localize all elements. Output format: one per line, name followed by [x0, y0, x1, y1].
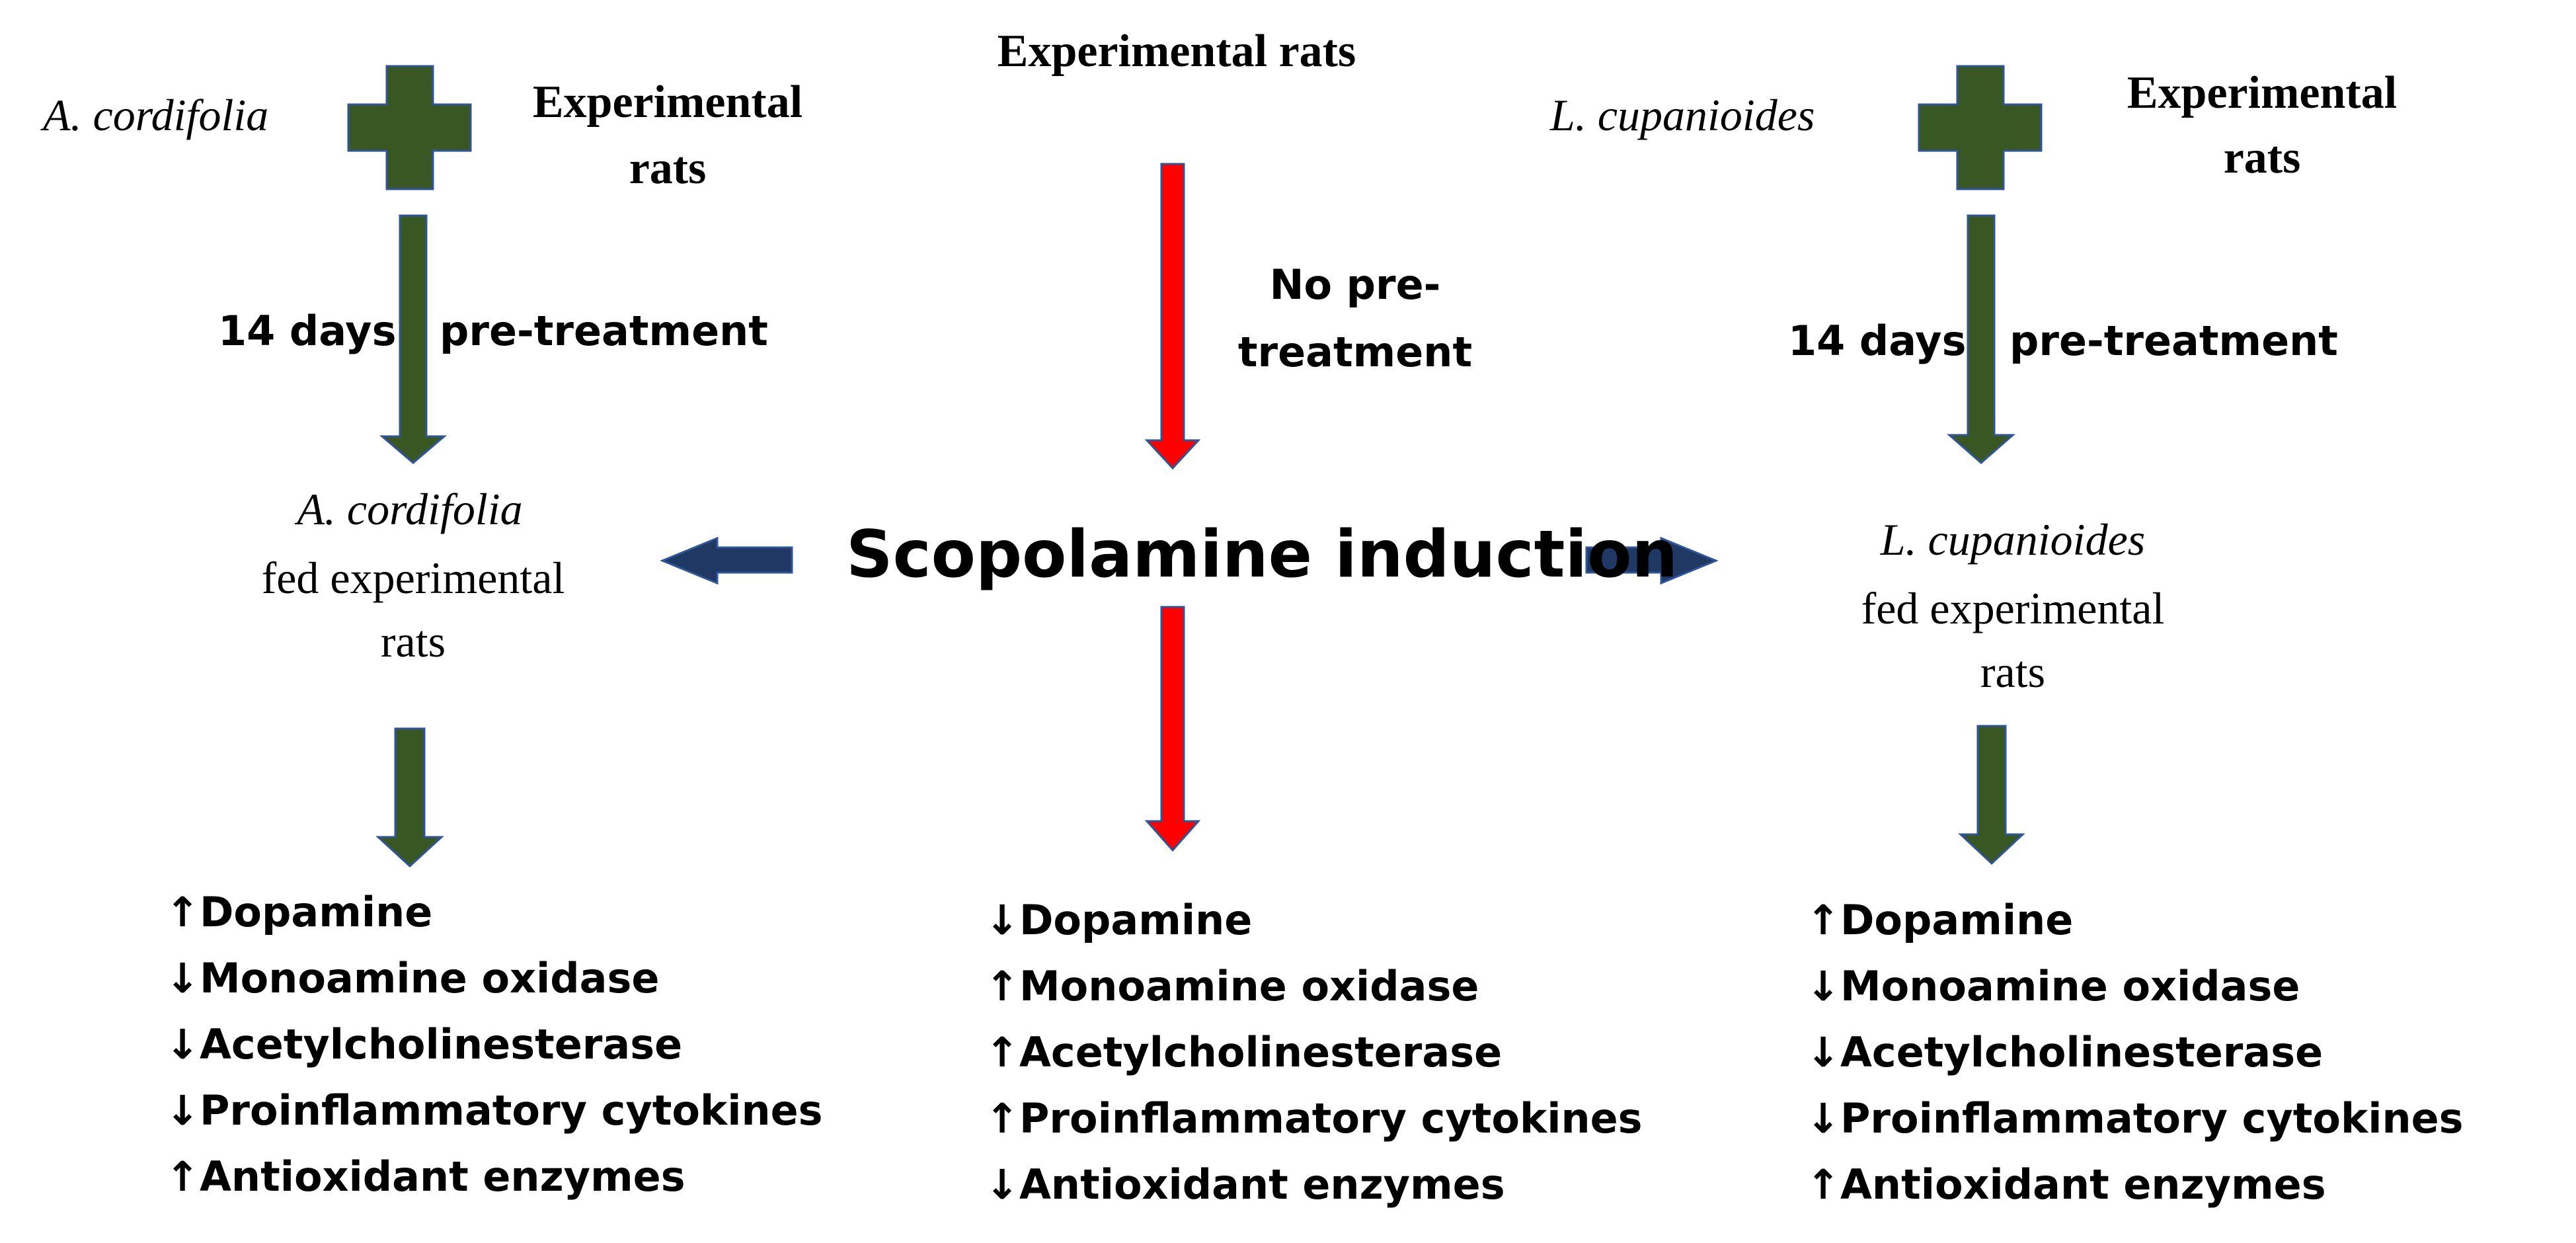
right-effects-list: ↑Dopamine ↓Monoamine oxidase ↓Acetylchol…: [1806, 887, 2464, 1218]
center-no-pretreatment: No pre-treatment: [1237, 261, 1473, 376]
left-plant-name: A. cordifolia: [43, 90, 269, 140]
list-item: ↓Acetylcholinesterase: [165, 1012, 823, 1078]
direction-arrow-icon: ↑: [985, 1094, 1019, 1143]
list-item: ↑Antioxidant enzymes: [1806, 1152, 2464, 1218]
right-pretreatment-label: pre-treatment: [2010, 317, 2338, 365]
arrow-down-center-bottom: [1144, 606, 1201, 852]
direction-arrow-icon: ↑: [1806, 896, 1840, 944]
direction-arrow-icon: ↓: [1806, 962, 1840, 1010]
effect-label: Proinflammatory cytokines: [1840, 1094, 2464, 1143]
right-pretreatment-days: 14 days: [1788, 317, 1967, 365]
arrow-down-right-pretreatment: [1947, 214, 2015, 464]
list-item: ↑Dopamine: [165, 879, 823, 945]
plus-icon-right: [1918, 65, 2043, 190]
arrow-down-left-effects: [375, 727, 444, 868]
list-item: ↓Monoamine oxidase: [165, 945, 823, 1012]
arrow-down-center-top: [1144, 163, 1201, 470]
plus-icon-left: [347, 65, 472, 190]
center-experimental-rats: Experimental rats: [997, 26, 1356, 77]
center-scopolamine-induction: Scopolamine induction: [846, 517, 1678, 592]
list-item: ↑Monoamine oxidase: [985, 953, 1643, 1020]
list-item: ↓Proinflammatory cytokines: [165, 1078, 823, 1144]
left-fed-plant-name: A. cordifolia: [297, 484, 523, 534]
direction-arrow-icon: ↑: [985, 962, 1019, 1010]
direction-arrow-icon: ↓: [165, 1086, 200, 1135]
list-item: ↓Proinflammatory cytokines: [1806, 1086, 2464, 1152]
effect-label: Acetylcholinesterase: [1840, 1028, 2323, 1076]
right-plant-name: L. cupanioides: [1550, 90, 1815, 140]
left-pretreatment-label: pre-treatment: [440, 307, 768, 355]
effect-label: Acetylcholinesterase: [199, 1020, 683, 1068]
direction-arrow-icon: ↑: [165, 888, 200, 936]
direction-arrow-icon: ↓: [165, 1020, 200, 1068]
effect-label: Dopamine: [1840, 896, 2074, 944]
left-fed-rats: fed experimental rats: [261, 553, 565, 666]
effect-label: Acetylcholinesterase: [1019, 1028, 1503, 1076]
arrow-left-blue: [660, 536, 793, 585]
list-item: ↓Acetylcholinesterase: [1806, 1020, 2464, 1086]
direction-arrow-icon: ↑: [165, 1152, 200, 1201]
right-fed-plant-name: L. cupanioides: [1880, 514, 2146, 565]
list-item: ↑Antioxidant enzymes: [165, 1144, 823, 1210]
direction-arrow-icon: ↓: [1806, 1094, 1840, 1143]
effect-label: Antioxidant enzymes: [1019, 1160, 1505, 1209]
right-experimental-rats: Experimental rats: [2127, 67, 2398, 183]
direction-arrow-icon: ↑: [1806, 1160, 1840, 1209]
effect-label: Monoamine oxidase: [1019, 962, 1479, 1010]
effect-label: Antioxidant enzymes: [1840, 1160, 2326, 1209]
direction-arrow-icon: ↓: [1806, 1028, 1840, 1076]
list-item: ↑Proinflammatory cytokines: [985, 1086, 1643, 1152]
list-item: ↑Dopamine: [1806, 887, 2464, 953]
direction-arrow-icon: ↓: [985, 896, 1019, 944]
right-fed-rats: fed experimental rats: [1861, 583, 2165, 697]
list-item: ↓Antioxidant enzymes: [985, 1152, 1643, 1218]
effect-label: Monoamine oxidase: [199, 954, 660, 1002]
direction-arrow-icon: ↓: [165, 954, 200, 1002]
direction-arrow-icon: ↑: [985, 1028, 1019, 1076]
list-item: ↓Monoamine oxidase: [1806, 953, 2464, 1020]
effect-label: Proinflammatory cytokines: [199, 1086, 823, 1135]
list-item: ↑Acetylcholinesterase: [985, 1020, 1643, 1086]
left-effects-list: ↑Dopamine ↓Monoamine oxidase ↓Acetylchol…: [165, 879, 823, 1210]
left-experimental-rats: Experimental rats: [532, 77, 803, 194]
list-item: ↓Dopamine: [985, 887, 1643, 953]
effect-label: Dopamine: [1019, 896, 1253, 944]
direction-arrow-icon: ↓: [985, 1160, 1019, 1209]
effect-label: Antioxidant enzymes: [199, 1152, 685, 1201]
left-pretreatment-days: 14 days: [218, 307, 397, 355]
effect-label: Monoamine oxidase: [1840, 962, 2300, 1010]
effect-label: Proinflammatory cytokines: [1019, 1094, 1643, 1143]
arrow-down-left-pretreatment: [379, 214, 448, 464]
arrow-down-right-effects: [1958, 725, 2025, 865]
effect-label: Dopamine: [199, 888, 433, 936]
arrow-right-blue: [1585, 536, 1719, 585]
center-effects-list: ↓Dopamine ↑Monoamine oxidase ↑Acetylchol…: [985, 887, 1643, 1218]
